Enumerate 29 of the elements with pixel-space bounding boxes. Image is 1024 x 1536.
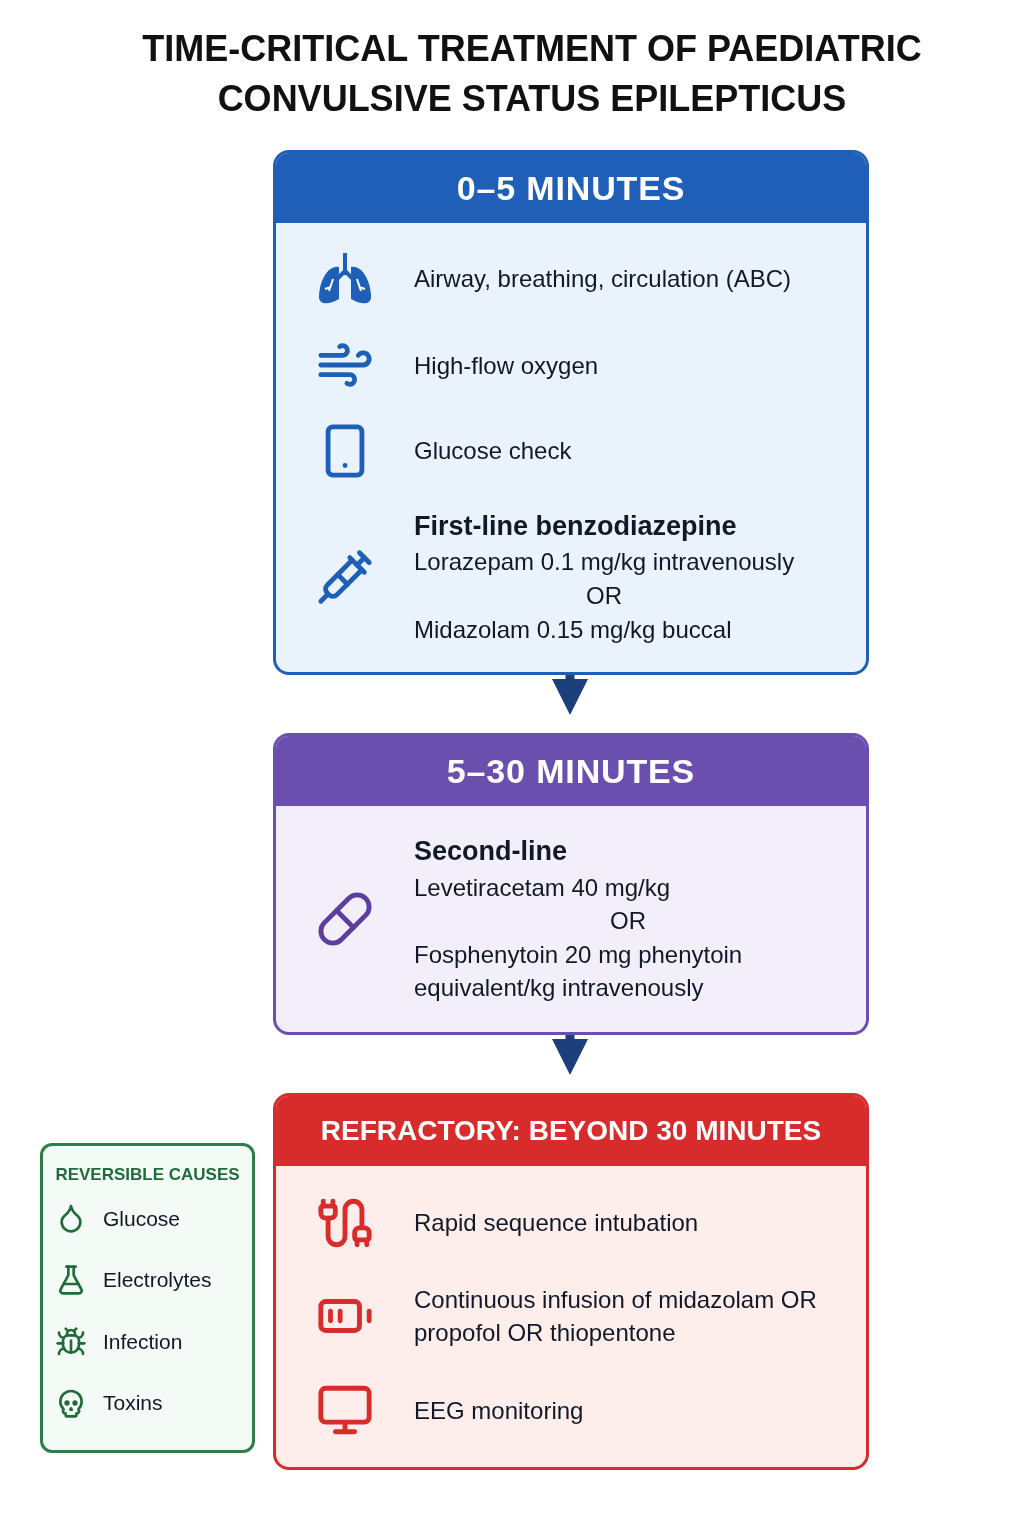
item-text: Midazolam 0.15 mg/kg buccal <box>414 614 733 645</box>
stage-panel <box>273 150 869 675</box>
item-text: OR <box>610 906 646 937</box>
item-text: Glucose check <box>414 436 572 467</box>
arrow <box>552 675 588 715</box>
item-text: Glucose <box>103 1205 181 1232</box>
causes-box <box>40 1143 255 1453</box>
item-text: EEG monitoring <box>414 1395 584 1426</box>
item-text: Electrolytes <box>103 1267 212 1294</box>
stage-panel <box>273 1093 869 1470</box>
item-text: Levetiracetam 40 mg/kg <box>414 872 672 903</box>
item-text: Fosphenytoin 20 mg phenytoin equivalent/kg intravenously <box>414 939 744 1004</box>
item-text: Infection <box>103 1328 183 1355</box>
item-text: Continuous infusion of midazolam OR propofol OR thiopentone <box>414 1284 818 1349</box>
section-heading: Second-line <box>414 834 569 868</box>
panel-header: 5–30 MINUTES <box>276 736 866 806</box>
item-text: High-flow oxygen <box>414 350 599 381</box>
arrow <box>552 1035 588 1075</box>
title: TIME-CRITICAL TREATMENT OF PAEDIATRIC CONVULSIVE STATUS EPILEPTICUS <box>141 27 923 122</box>
stage-panel <box>273 733 869 1035</box>
item-text: Rapid sequence intubation <box>414 1207 699 1238</box>
section-heading: First-line benzodiazepine <box>414 509 738 543</box>
item-text: Lorazepam 0.1 mg/kg intravenously <box>414 547 795 578</box>
panel-header: REFRACTORY: BEYOND 30 MINUTES <box>276 1096 866 1166</box>
item-text: Toxins <box>103 1390 163 1417</box>
panel-header: 0–5 MINUTES <box>276 153 866 223</box>
box-heading: REVERSIBLE CAUSES <box>55 1164 240 1186</box>
item-text: Airway, breathing, circulation (ABC) <box>414 264 792 294</box>
item-text: OR <box>586 580 623 611</box>
